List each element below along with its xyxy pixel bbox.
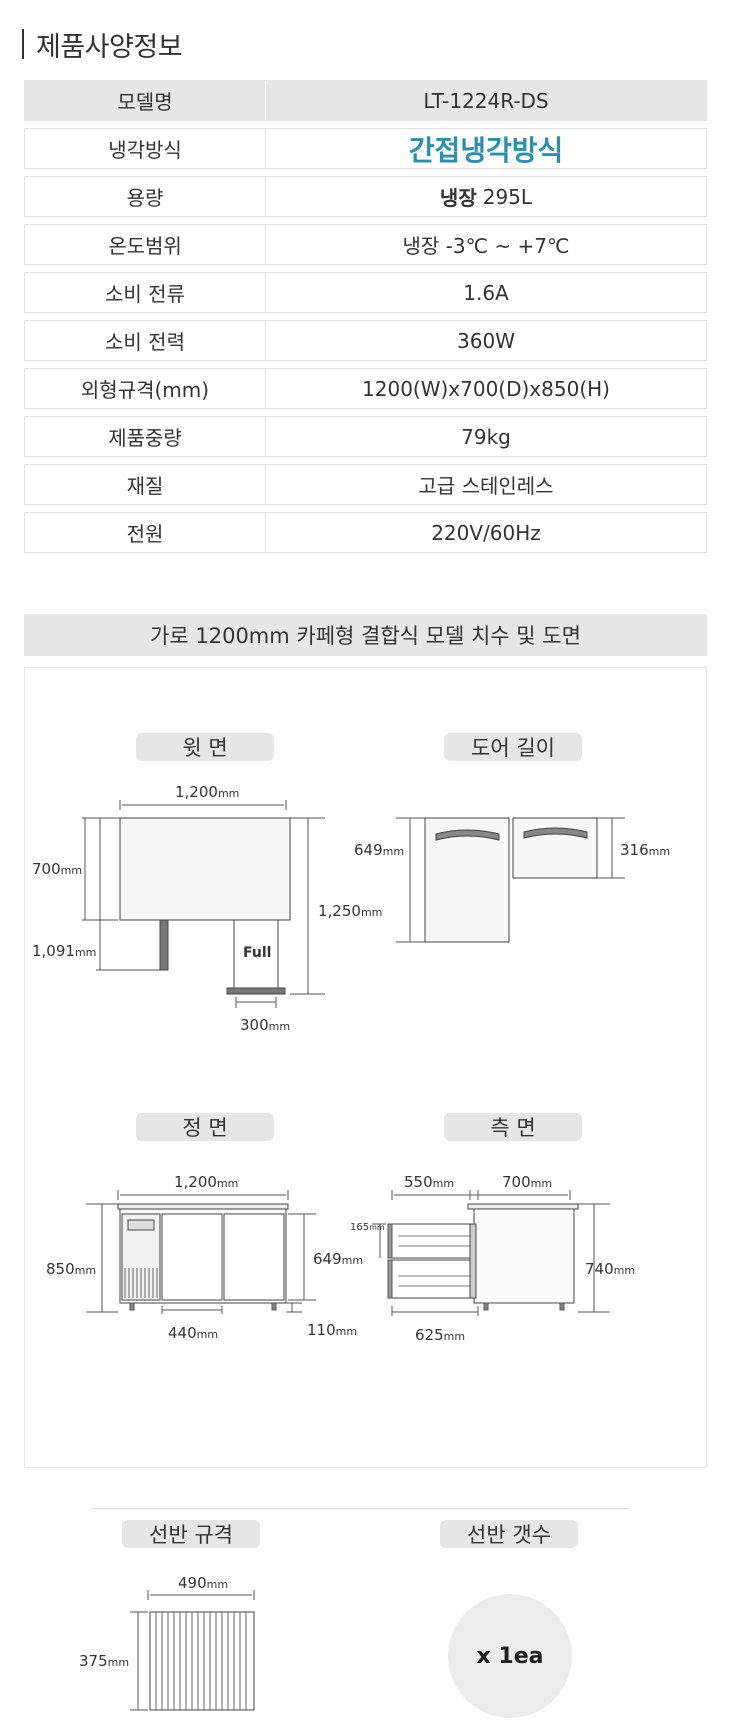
front-view-label: 정 면: [136, 1113, 274, 1141]
spec-key: 온도범위: [25, 225, 266, 264]
door-h2-text: 316mm: [620, 841, 670, 859]
spec-row: 소비 전류 1.6A: [24, 272, 707, 313]
spec-value: LT-1224R-DS: [423, 88, 549, 113]
spec-row: 소비 전력 360W: [24, 320, 707, 361]
side-view-label: 측 면: [444, 1113, 582, 1141]
top-depth2-text: 1,091mm: [32, 942, 96, 960]
spec-key: 용량: [25, 177, 266, 216]
shelf-depth-text: 375mm: [79, 1652, 129, 1670]
door-h1-text: 649mm: [354, 841, 404, 859]
spec-key: 재질: [25, 465, 266, 504]
front-door-h-text: 649mm: [313, 1250, 363, 1268]
full-text: Full: [243, 945, 271, 961]
front-side-drawing: 1,200mm 850mm 649mm 110mm 440mm 550mm 70…: [46, 1173, 635, 1344]
spec-key: 제품중량: [25, 417, 266, 456]
spec-key: 모델명: [25, 81, 266, 120]
spec-key: 소비 전류: [25, 273, 266, 312]
spec-value: 360W: [457, 328, 515, 353]
drawing-title: 가로 1200mm 카페형 결합식 모델 치수 및 도면: [24, 614, 707, 656]
top-depth-text: 700mm: [32, 860, 82, 878]
spec-row: 제품중량 79kg: [24, 416, 707, 457]
shelf-count-badge: x 1ea: [448, 1594, 572, 1718]
spec-key: 냉각방식: [25, 129, 266, 168]
side-height-text: 740mm: [585, 1260, 635, 1278]
top-door-text: 300mm: [240, 1016, 290, 1034]
spec-value: 220V/60Hz: [431, 520, 541, 545]
side-depth-text: 700mm: [502, 1173, 552, 1191]
spec-header-row: 모델명 LT-1224R-DS: [24, 80, 707, 121]
spec-key: 전원: [25, 513, 266, 552]
spec-value: 고급 스테인레스: [418, 474, 554, 498]
spec-value: 1200(W)x700(D)x850(H): [362, 376, 610, 401]
front-door-w-text: 440mm: [168, 1324, 218, 1342]
side-shelf-text: 165mm: [350, 1222, 385, 1233]
spec-value-bold: 냉장: [439, 186, 477, 210]
spec-value: 냉장 -3℃ ~ +7℃: [402, 234, 570, 258]
section-title: 제품사양정보: [22, 24, 183, 64]
title-bar: [22, 29, 24, 59]
spec-row: 냉각방식 간접냉각방식: [24, 128, 707, 169]
front-height-text: 850mm: [46, 1260, 96, 1278]
top-view-label: 윗 면: [136, 733, 274, 761]
shelf-drawing: 490mm 375mm: [79, 1574, 255, 1711]
section-title-text: 제품사양정보: [36, 31, 183, 63]
drawing-box: [24, 667, 707, 1468]
front-width-text: 1,200mm: [174, 1173, 238, 1191]
spec-row: 전원 220V/60Hz: [24, 512, 707, 553]
divider: [92, 1508, 630, 1509]
shelf-spec-label: 선반 규격: [122, 1520, 260, 1548]
spec-key: 외형규격(mm): [25, 369, 266, 408]
spec-row: 외형규격(mm) 1200(W)x700(D)x850(H): [24, 368, 707, 409]
shelf-count-label: 선반 갯수: [440, 1520, 578, 1548]
spec-value: 79kg: [461, 424, 511, 449]
top-total-text: 1,250mm: [318, 902, 382, 920]
side-drawer-text: 550mm: [404, 1173, 454, 1191]
top-width-text: 1,200mm: [175, 783, 239, 801]
door-view-label: 도어 길이: [444, 733, 582, 761]
spec-value-text: 295L: [482, 184, 533, 209]
side-bottom-text: 625mm: [415, 1326, 465, 1344]
spec-value: 1.6A: [463, 280, 509, 305]
shelf-width-text: 490mm: [178, 1574, 228, 1592]
spec-value-cooling: 간접냉각방식: [408, 133, 564, 167]
spec-row: 재질 고급 스테인레스: [24, 464, 707, 505]
top-view-drawing: 1,200mm 700mm 1,091mm 1,250mm Full 300mm…: [32, 783, 670, 1034]
spec-row: 온도범위 냉장 -3℃ ~ +7℃: [24, 224, 707, 265]
spec-key: 소비 전력: [25, 321, 266, 360]
front-leg-text: 110mm: [307, 1321, 357, 1339]
